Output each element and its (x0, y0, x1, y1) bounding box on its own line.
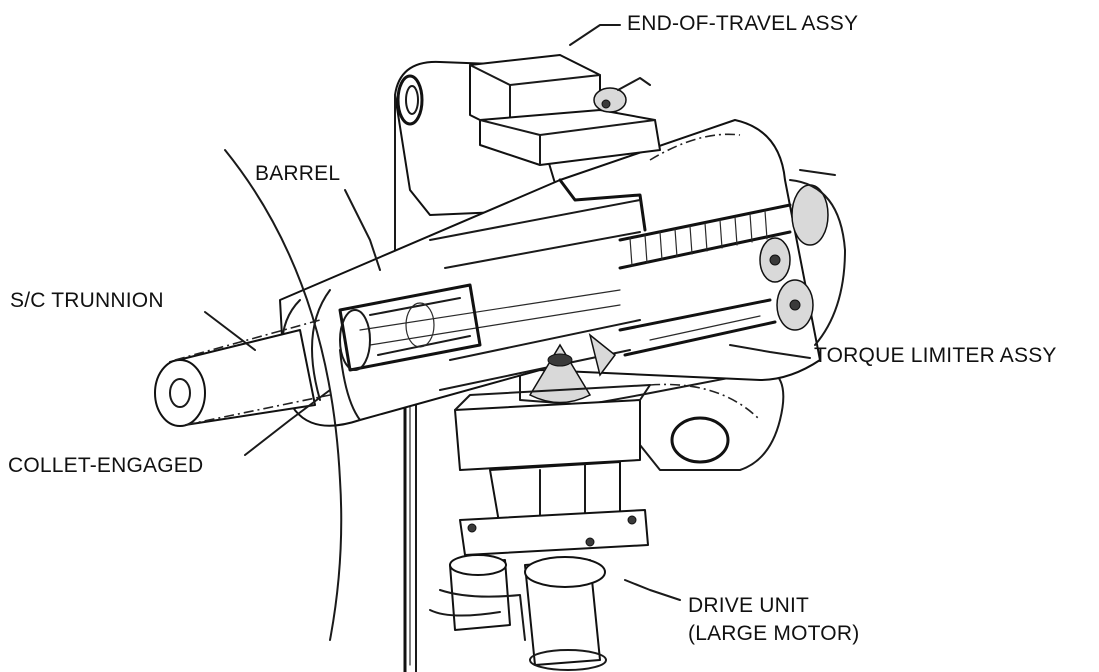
torque-limiter-rod (618, 298, 777, 357)
sc-trunnion-pin (154, 319, 331, 427)
bevel-gear (528, 333, 617, 404)
label-barrel: BARREL (255, 162, 340, 185)
screw-thread (629, 210, 768, 267)
envelope-arcs (224, 133, 741, 641)
label-collet-engaged: COLLET-ENGAGED (8, 454, 203, 477)
label-drive-unit: DRIVE UNIT (688, 594, 809, 617)
label-sc-trunnion: S/C TRUNNION (10, 289, 164, 312)
label-end-of-travel-assy: END-OF-TRAVEL ASSY (627, 12, 858, 35)
drive-unit-housing (454, 384, 651, 556)
lead-screw-assembly (618, 169, 846, 346)
label-torque-limiter-assy: TORQUE LIMITER ASSY (814, 344, 1057, 367)
leader-lines (204, 24, 811, 601)
end-of-travel-box (469, 54, 661, 166)
large-motor (429, 554, 607, 671)
collet-assembly (338, 283, 482, 372)
support-plate (403, 363, 417, 672)
label-large-motor: (LARGE MOTOR) (688, 622, 859, 645)
